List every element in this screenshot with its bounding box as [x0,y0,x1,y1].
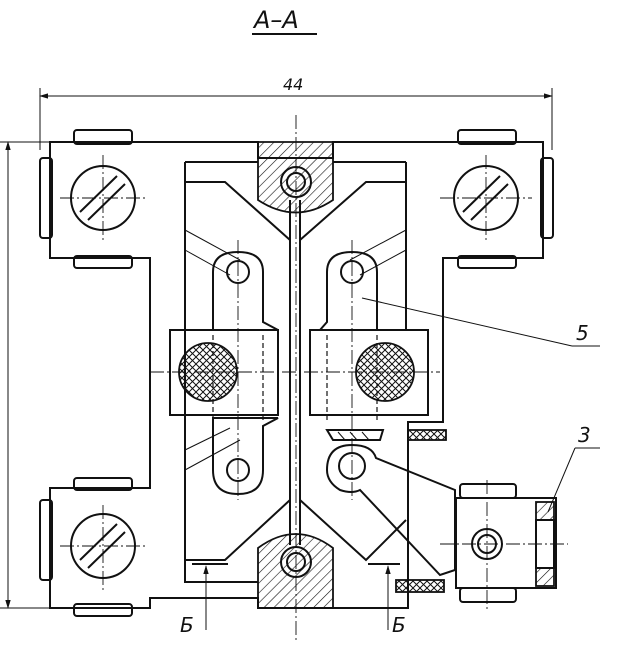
view-mark-left-label: Б [180,613,194,637]
bottom-insert-strip [395,579,445,593]
lower-left-lever [212,417,279,496]
width-dimension-value: 44 [283,75,303,94]
view-mark-left: Б [180,563,228,637]
callout-3: 3 [547,423,600,513]
right-crossbar [309,329,429,420]
bushing-assembly [440,480,568,612]
width-dimension: 44 [39,75,553,150]
screw-bottom-left [60,505,146,590]
section-title-text: А–А [252,6,299,34]
upper-left-lever [212,240,279,500]
callout-5: 5 [361,297,600,347]
callout-3-label: 3 [578,423,591,447]
right-insert-strip [407,429,447,441]
view-mark-right-label: Б [392,613,406,637]
lower-right-lever [325,429,456,577]
height-dimension [0,141,50,609]
callout-5-label: 5 [576,321,589,345]
bottom-center-block [257,533,334,609]
top-center-block [257,115,334,640]
section-title: А–А [252,6,317,35]
screw-top-left [60,155,146,240]
screw-top-right [440,155,532,240]
upper-right-lever [317,240,378,500]
left-crossbar [169,329,279,420]
view-mark-right: Б [368,563,406,637]
inner-slots [184,161,407,583]
